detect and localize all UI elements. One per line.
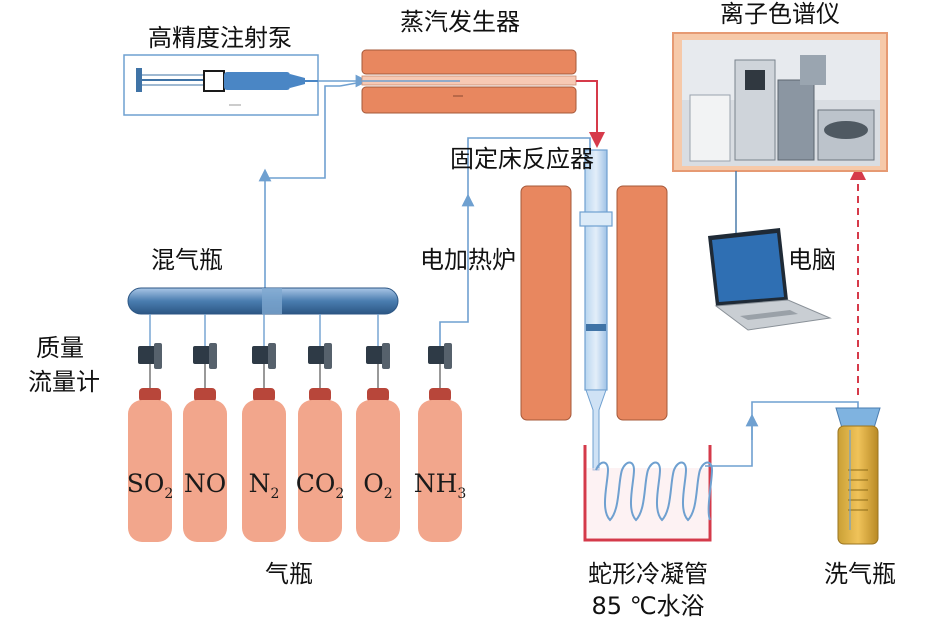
syringe-pump (123, 54, 319, 116)
gas-cylinder: NH3 (414, 343, 466, 542)
cylinder-cap (253, 388, 275, 402)
furnace-label: 电加热炉 (420, 246, 516, 274)
serpentine-condenser (595, 461, 714, 522)
cylinder-body (356, 400, 400, 542)
cylinder-body (418, 400, 462, 542)
cylinder-body (242, 400, 286, 542)
mixing-bottle-label: 混气瓶 (151, 246, 223, 274)
gas-cylinder: NO (183, 314, 227, 542)
cylinder-cap (139, 388, 161, 402)
chromatograph-label: 离子色谱仪 (720, 0, 840, 28)
reactor-label: 固定床反应器 (450, 145, 594, 173)
pump-plunger-end (136, 68, 142, 92)
reactor-tube (584, 149, 608, 391)
electric-furnace (520, 185, 668, 421)
furnace-right (616, 185, 668, 421)
mixing-bottle (127, 287, 399, 315)
wash-bottle-label: 洗气瓶 (824, 560, 896, 588)
pump-label: 高精度注射泵 (148, 24, 292, 52)
steam-generator (361, 49, 577, 114)
mass-flow-controller-icon (428, 343, 452, 369)
nh3-line (439, 193, 475, 350)
mass-flow-label-1: 质量 (36, 334, 84, 362)
mass-flow-controller-icon (138, 343, 162, 369)
gas-cylinders-label: 气瓶 (265, 560, 313, 588)
mass-flow-controller-icon (366, 343, 390, 369)
ion-chromatograph-photo (672, 32, 888, 172)
water-bath (583, 445, 712, 542)
cylinder-cap (309, 388, 331, 402)
computer-label: 电脑 (788, 246, 836, 274)
mass-flow-label-2: 流量计 (28, 368, 100, 396)
gas-formula: NO (184, 469, 226, 498)
cylinder-cap (367, 388, 389, 402)
reactor-coupling (579, 211, 613, 227)
catalyst-bed (586, 324, 606, 331)
condenser-to-wash-line (705, 401, 859, 467)
gas-cylinder: CO2 (296, 314, 344, 542)
cylinder-cap (194, 388, 216, 402)
cylinder-cap (429, 388, 451, 402)
steam-generator-label: 蒸汽发生器 (400, 8, 520, 36)
mass-flow-controller-icon (252, 343, 276, 369)
mixer-to-pump-line (265, 85, 340, 179)
gas-cylinder: O2 (356, 314, 400, 542)
gas-cylinder: N2 (242, 314, 286, 542)
cylinder-body (128, 400, 172, 542)
fixed-bed-reactor (579, 149, 613, 471)
cylinder-body (183, 400, 227, 542)
laptop-icon (708, 228, 832, 331)
gas-cylinder: SO2 (127, 314, 173, 542)
mass-flow-controller-icon (193, 343, 217, 369)
mass-flow-controller-icon (308, 343, 332, 369)
syringe-barrel (224, 72, 290, 90)
condenser-label: 蛇形冷凝管 (588, 560, 708, 588)
water-bath-label: 85 ℃水浴 (591, 592, 704, 620)
furnace-left (520, 185, 572, 421)
steam-to-reactor-line (576, 80, 605, 148)
cylinder-body (298, 400, 342, 542)
wash-bottle (835, 407, 881, 545)
